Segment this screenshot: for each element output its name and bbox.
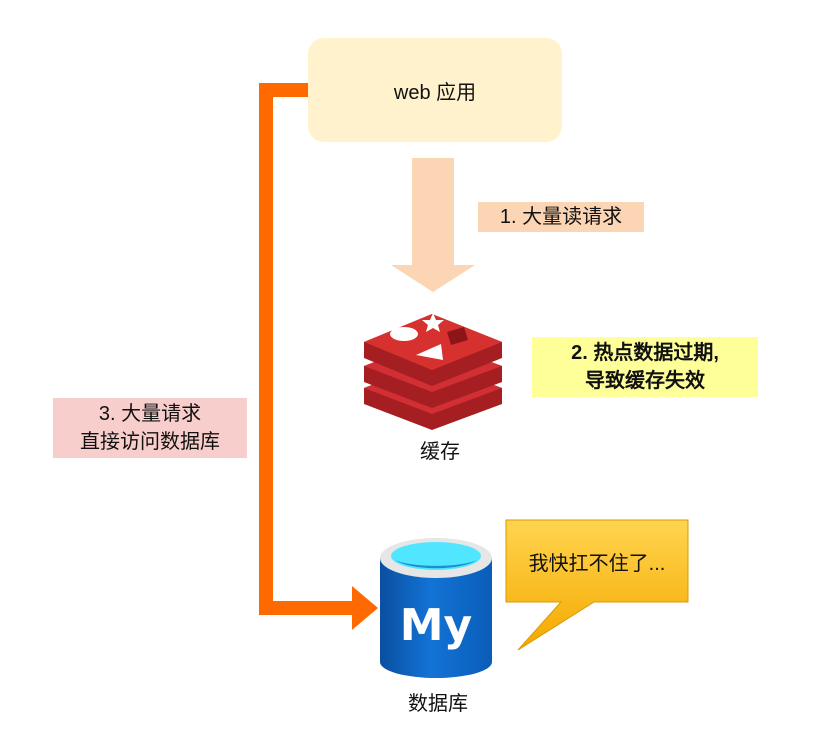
step2-text-line1: 2. 热点数据过期, bbox=[571, 342, 719, 364]
redis-cache-icon bbox=[364, 313, 502, 430]
speech-bubble-label: 我快扛不住了... bbox=[528, 552, 666, 575]
web-app-label: web 应用 bbox=[393, 81, 477, 104]
step3-text-line1: 3. 大量请求 bbox=[98, 403, 202, 425]
step2-text-line2: 导致缓存失效 bbox=[585, 370, 705, 392]
speech-bubble-text: 我快扛不住了... bbox=[506, 520, 688, 602]
mysql-database-icon: My bbox=[380, 538, 492, 678]
cache-label: 缓存 bbox=[420, 441, 460, 463]
step3-text-line2: 直接访问数据库 bbox=[80, 431, 220, 453]
down-arrow-to-cache bbox=[391, 158, 475, 292]
mysql-logo-text: My bbox=[400, 600, 472, 651]
bypass-arrow-head bbox=[352, 586, 378, 630]
step1-label: 1. 大量读请求 bbox=[478, 202, 644, 232]
step2-label: 2. 热点数据过期, 导致缓存失效 bbox=[532, 337, 758, 397]
step1-text: 1. 大量读请求 bbox=[499, 206, 623, 228]
database-label: 数据库 bbox=[408, 693, 468, 715]
bypass-arrow-to-database bbox=[259, 83, 355, 615]
web-app-node: web 应用 bbox=[308, 38, 562, 142]
step3-label: 3. 大量请求 直接访问数据库 bbox=[53, 398, 247, 458]
speech-bubble bbox=[505, 519, 689, 651]
